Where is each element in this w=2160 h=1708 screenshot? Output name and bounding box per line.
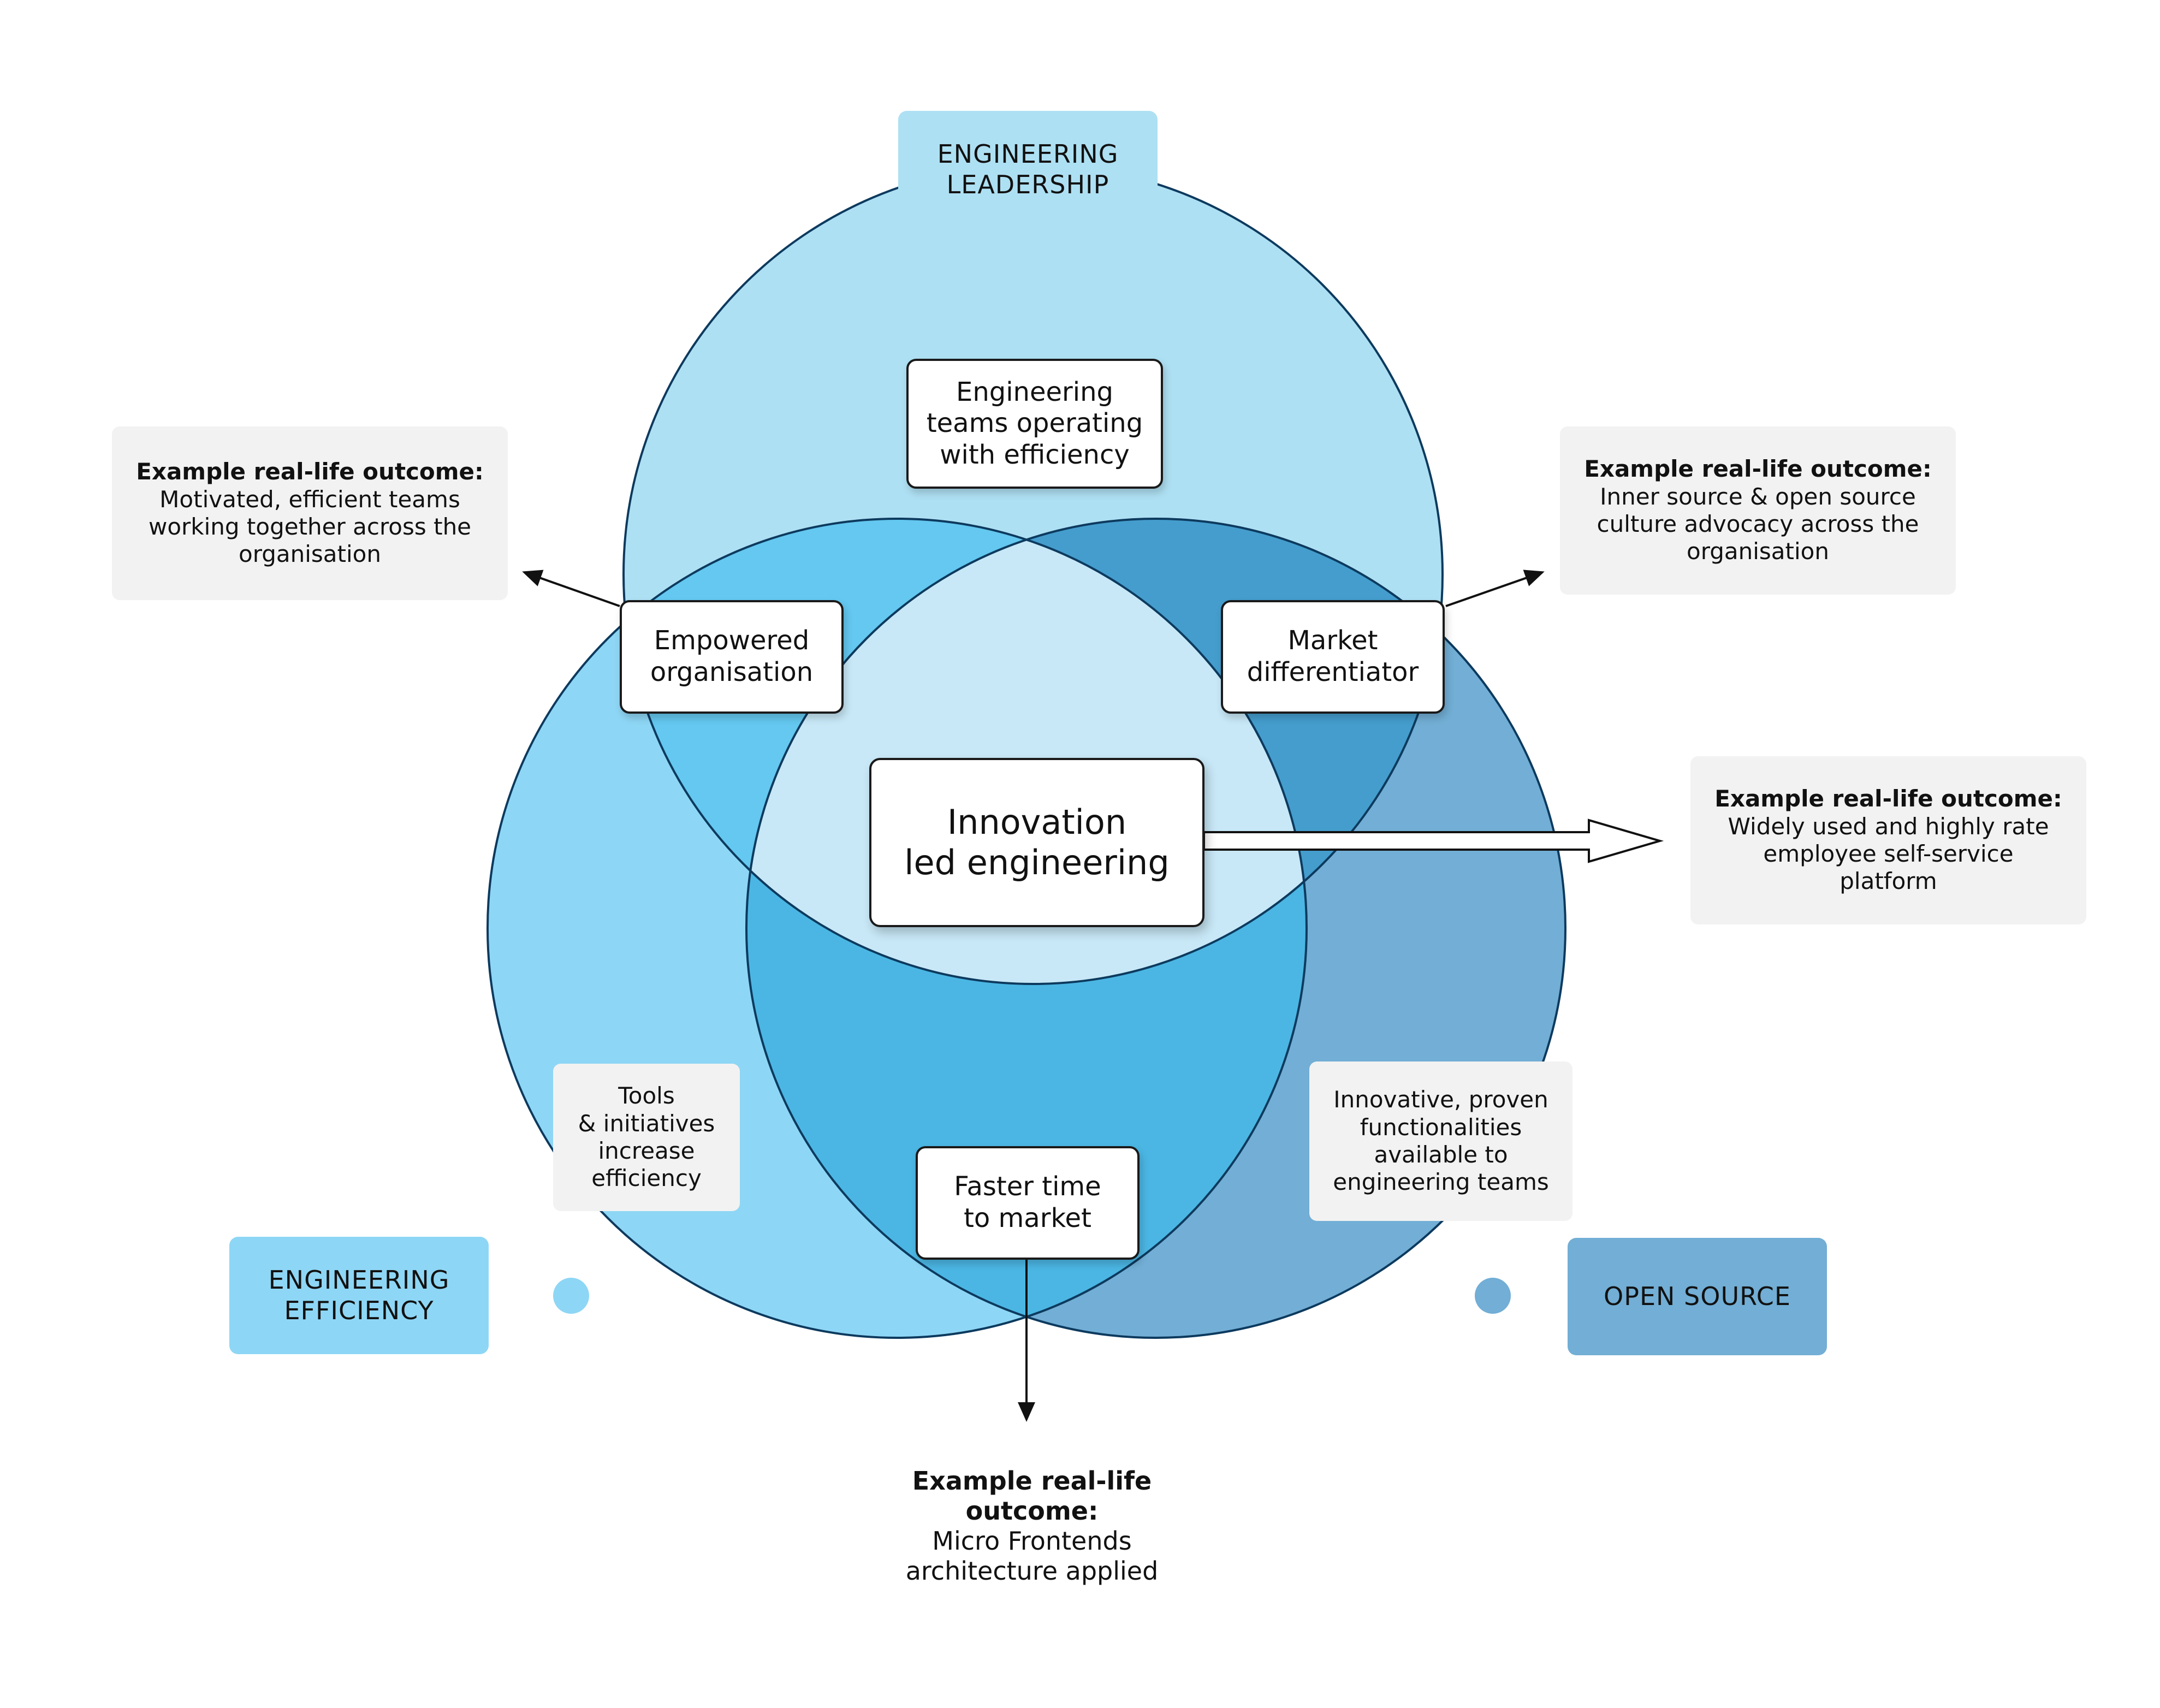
outline-engineering-efficiency — [486, 518, 1308, 1339]
outcome-top-right-heading: Example real-life outcome: — [1584, 455, 1932, 483]
open-source-dot — [1475, 1278, 1511, 1314]
intersection-right-text: Market differentiator — [1247, 625, 1419, 687]
arrow-top-left — [522, 570, 620, 607]
outcome-bottom-heading: Example real-life outcome: — [912, 1466, 1152, 1526]
outcome-top-right: Example real-life outcome: Inner source … — [1560, 426, 1956, 595]
leadership-dot — [1010, 248, 1046, 284]
overlap-center — [746, 519, 1307, 984]
outline-open-source — [745, 518, 1566, 1339]
outcome-top-left: Example real-life outcome: Motivated, ef… — [112, 426, 508, 600]
category-engineering-efficiency-text: ENGINEERING EFFICIENCY — [268, 1265, 450, 1325]
outcome-right: Example real-life outcome: Widely used a… — [1690, 756, 2086, 924]
intersection-left-label: Empowered organisation — [620, 600, 844, 714]
intersection-bottom-label: Faster time to market — [916, 1146, 1140, 1260]
petal-left-text: Tools & initiatives increase efficiency — [578, 1082, 715, 1192]
center-label: Innovation led engineering — [869, 758, 1204, 927]
outcome-top-right-text: Inner source & open source culture advoc… — [1597, 483, 1919, 565]
category-engineering-efficiency: ENGINEERING EFFICIENCY — [229, 1237, 489, 1354]
intersection-top-label: Engineering teams operating with efficie… — [906, 359, 1163, 489]
arrow-right-hollow — [1203, 819, 1664, 863]
center-text: Innovation led engineering — [904, 802, 1170, 882]
outcome-top-left-heading: Example real-life outcome: — [136, 458, 484, 485]
outcome-right-text: Widely used and highly rate employee sel… — [1728, 813, 2049, 895]
category-engineering-leadership-text: ENGINEERING LEADERSHIP — [937, 139, 1119, 199]
outcome-right-heading: Example real-life outcome: — [1714, 785, 2062, 813]
intersection-bottom-text: Faster time to market — [954, 1171, 1101, 1233]
petal-right-text: Innovative, proven functionalities avail… — [1333, 1086, 1549, 1196]
intersection-left-text: Empowered organisation — [650, 625, 814, 687]
outcome-bottom: Example real-life outcome: Micro Fronten… — [844, 1455, 1220, 1597]
petal-right-label: Innovative, proven functionalities avail… — [1309, 1061, 1572, 1221]
arrow-top-right — [1445, 570, 1545, 607]
outcome-bottom-text: Micro Frontends architecture applied — [905, 1526, 1159, 1586]
category-engineering-leadership: ENGINEERING LEADERSHIP — [898, 111, 1158, 228]
outcome-top-left-text: Motivated, efficient teams working toget… — [148, 485, 472, 568]
category-open-source-text: OPEN SOURCE — [1604, 1281, 1791, 1311]
efficiency-dot — [553, 1278, 589, 1314]
petal-left-label: Tools & initiatives increase efficiency — [553, 1064, 740, 1211]
intersection-top-text: Engineering teams operating with efficie… — [926, 376, 1143, 470]
category-open-source: OPEN SOURCE — [1568, 1238, 1827, 1355]
intersection-right-label: Market differentiator — [1221, 600, 1445, 714]
